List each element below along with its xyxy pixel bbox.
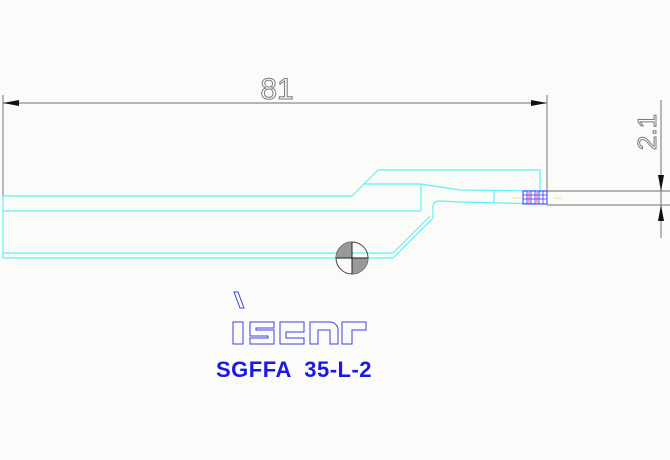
- part-number: SGFFA 35-L-2: [216, 357, 373, 382]
- length-dimension: 81: [2, 73, 548, 196]
- width-dimension: 2.1: [547, 100, 670, 238]
- length-value: 81: [260, 73, 293, 106]
- tool-outline: [2, 169, 562, 259]
- width-value: 2.1: [632, 114, 662, 150]
- insert-tip-hatch: [522, 190, 548, 205]
- center-mark-icon: [335, 241, 369, 275]
- iscar-logo: [232, 291, 367, 345]
